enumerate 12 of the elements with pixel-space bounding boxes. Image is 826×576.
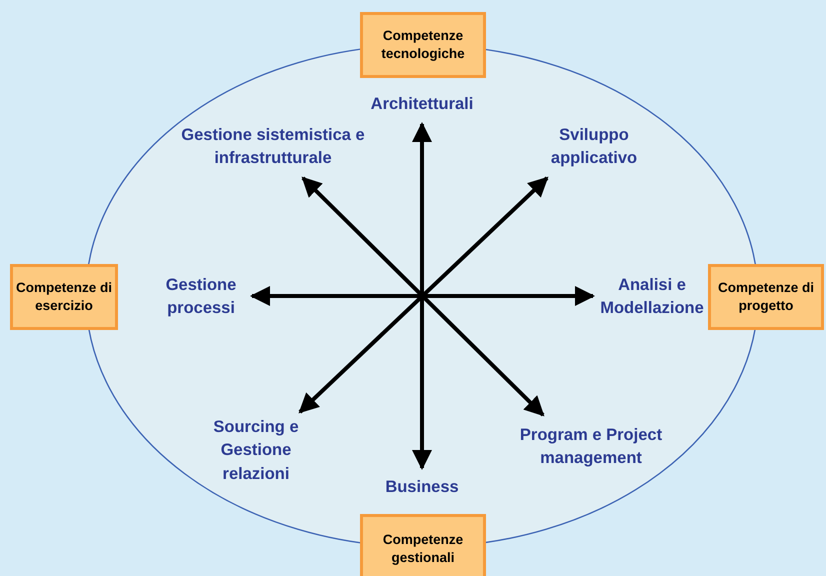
double-arrow: [250, 286, 595, 306]
competence-label: Program e Project management: [502, 415, 680, 479]
competence-label: Business: [360, 468, 484, 508]
competence-box: Competenze di esercizio: [10, 264, 118, 330]
competence-label: Gestione processi: [150, 272, 252, 322]
competence-label: Sourcing e Gestione relazioni: [200, 412, 312, 490]
competence-box: Competenze gestionali: [360, 514, 486, 576]
double-arrow: [412, 122, 432, 470]
competence-box: Competenze di progetto: [708, 264, 824, 330]
competence-label: Analisi e Modellazione: [593, 272, 711, 322]
competence-label: Sviluppo applicativo: [532, 116, 656, 178]
competence-box: Competenze tecnologiche: [360, 12, 486, 78]
